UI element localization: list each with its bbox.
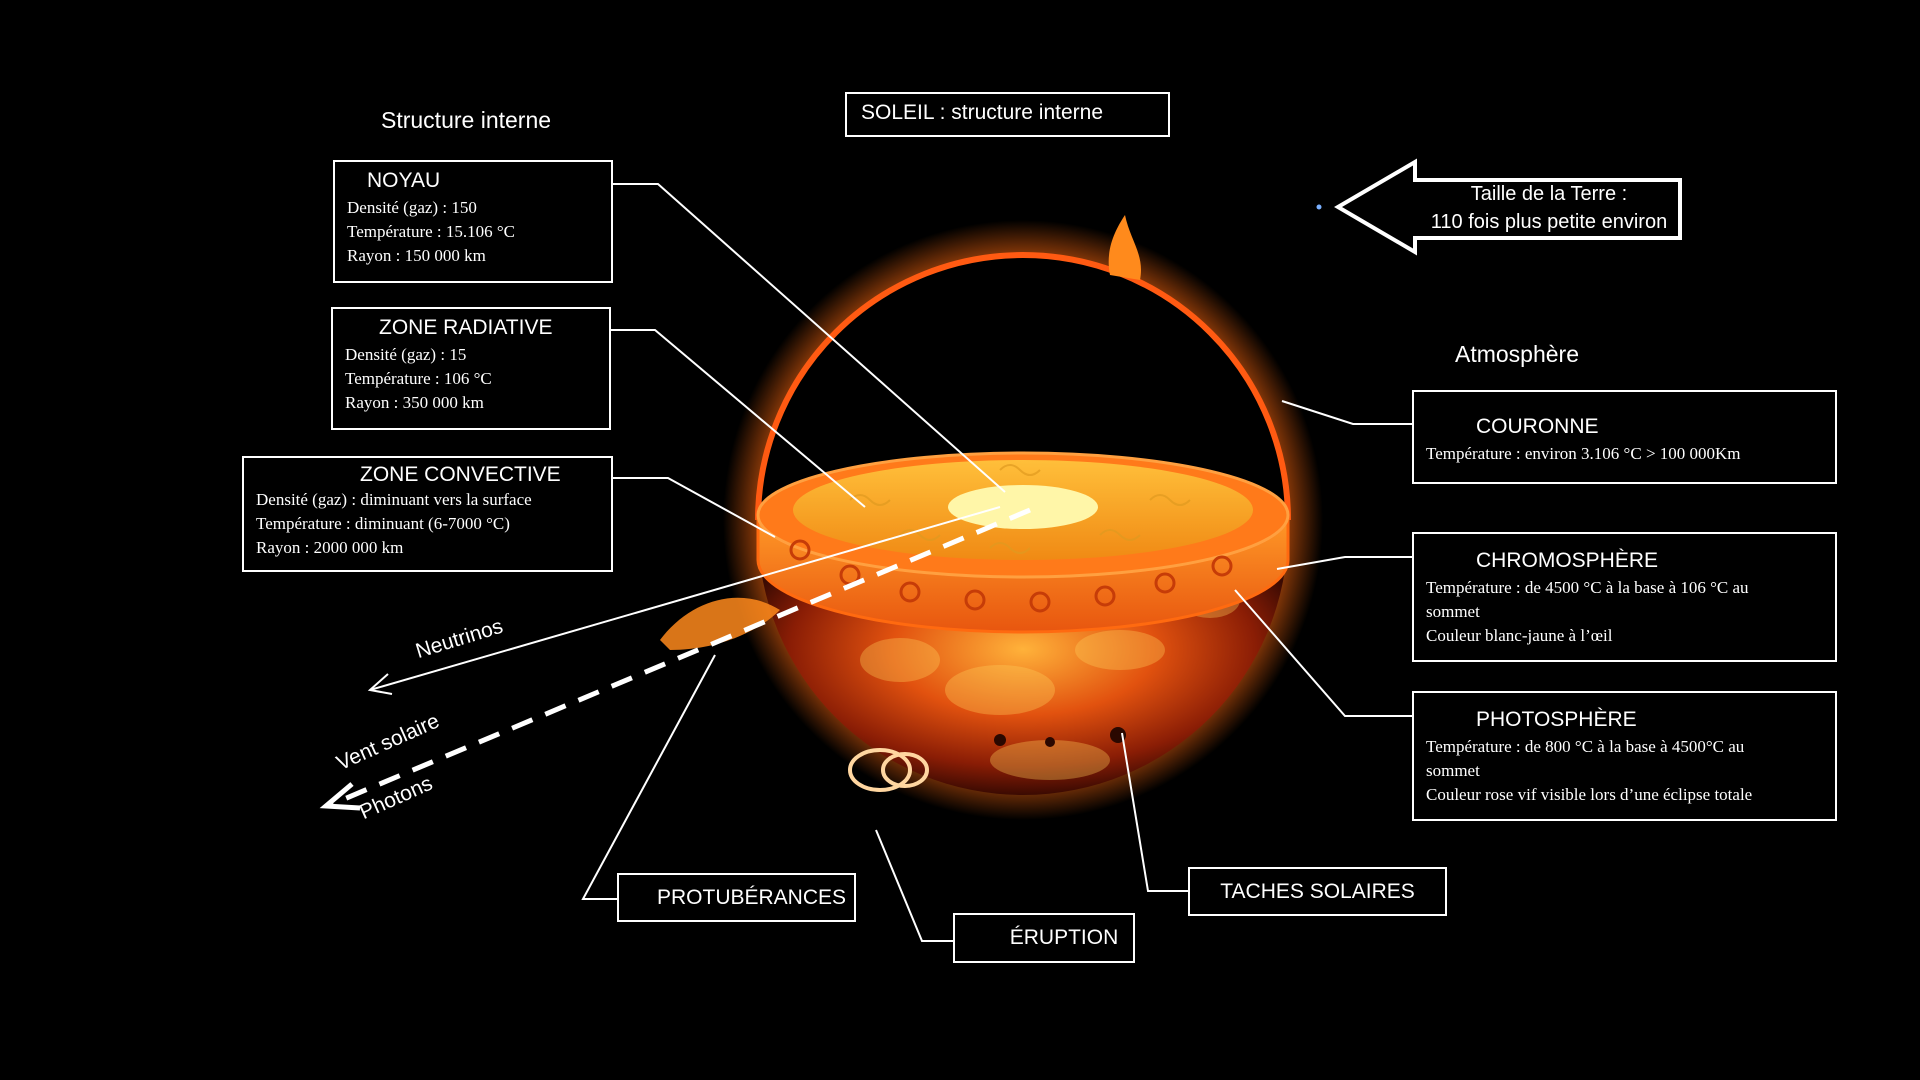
page-title: SOLEIL : structure interne	[845, 92, 1170, 137]
earth-size-arrow	[1334, 158, 1682, 256]
chromosphere-line: Température : de 4500 °C à la base à 106…	[1426, 578, 1749, 597]
noyau-line: Densité (gaz) : 150	[347, 198, 477, 217]
noyau-line: Température : 15.106 °C	[347, 222, 516, 241]
noyau-line: Rayon : 150 000 km	[347, 246, 486, 265]
zone-radiative-box: ZONE RADIATIVE Densité (gaz) : 15 Tempér…	[331, 307, 611, 430]
couronne-box: COURONNE Température : environ 3.106 °C …	[1412, 390, 1837, 484]
photosphere-title: PHOTOSPHÈRE	[1476, 708, 1637, 731]
sphere-shell	[755, 252, 1291, 521]
chromosphere-line: sommet	[1426, 602, 1480, 621]
taches-solaires-label: TACHES SOLAIRES	[1188, 867, 1447, 916]
solar-wind-arrow	[319, 507, 1031, 811]
photosphere-line: Température : de 800 °C à la base à 4500…	[1426, 737, 1745, 756]
zone-radiative-line: Densité (gaz) : 15	[345, 345, 467, 364]
chromosphere-line: Couleur blanc-jaune à l’œil	[1426, 626, 1613, 645]
neutrinos-arrow	[367, 506, 1001, 695]
top-flare	[1108, 215, 1142, 280]
eruption-loops	[848, 748, 929, 792]
photosphere-box: PHOTOSPHÈRE Température : de 800 °C à la…	[1412, 691, 1837, 821]
earth-note-line2: 110 fois plus petite environ	[1430, 211, 1668, 233]
radiative-waves	[849, 464, 1191, 554]
photosphere-line: Couleur rose vif visible lors d’une écli…	[1426, 785, 1753, 804]
prominence-shape	[660, 597, 780, 650]
zone-radiative-title: ZONE RADIATIVE	[379, 316, 553, 339]
zone-radiative-line: Température : 106 °C	[345, 369, 492, 388]
earth-dot	[1316, 204, 1322, 210]
zone-convective-line: Température : diminuant (6-7000 °C)	[256, 514, 510, 533]
chromosphere-box: CHROMOSPHÈRE Température : de 4500 °C à …	[1412, 532, 1837, 662]
couronne-line: Température : environ 3.106 °C > 100 000…	[1426, 444, 1741, 463]
earth-note: Taille de la Terre : 110 fois plus petit…	[1420, 180, 1678, 236]
zone-convective-line: Rayon : 2000 000 km	[256, 538, 404, 557]
zone-convective-title: ZONE CONVECTIVE	[360, 463, 561, 486]
sunspots	[994, 727, 1126, 747]
noyau-title: NOYAU	[367, 169, 441, 192]
zone-convective-box: ZONE CONVECTIVE Densité (gaz) : diminuan…	[242, 456, 613, 572]
eruption-label: ÉRUPTION	[953, 913, 1135, 963]
chromosphere-title: CHROMOSPHÈRE	[1476, 549, 1659, 572]
earth-note-line1: Taille de la Terre :	[1470, 183, 1628, 205]
zone-radiative-line: Rayon : 350 000 km	[345, 393, 484, 412]
section-atmosphere-heading: Atmosphère	[1455, 341, 1580, 367]
couronne-title: COURONNE	[1476, 415, 1599, 438]
section-internal-heading: Structure interne	[381, 107, 552, 133]
protuberances-label: PROTUBÉRANCES	[617, 873, 856, 922]
core-disc	[948, 485, 1098, 529]
noyau-box: NOYAU Densité (gaz) : 150 Température : …	[333, 160, 613, 283]
photosphere-line: sommet	[1426, 761, 1480, 780]
zone-convective-line: Densité (gaz) : diminuant vers la surfac…	[256, 490, 532, 509]
